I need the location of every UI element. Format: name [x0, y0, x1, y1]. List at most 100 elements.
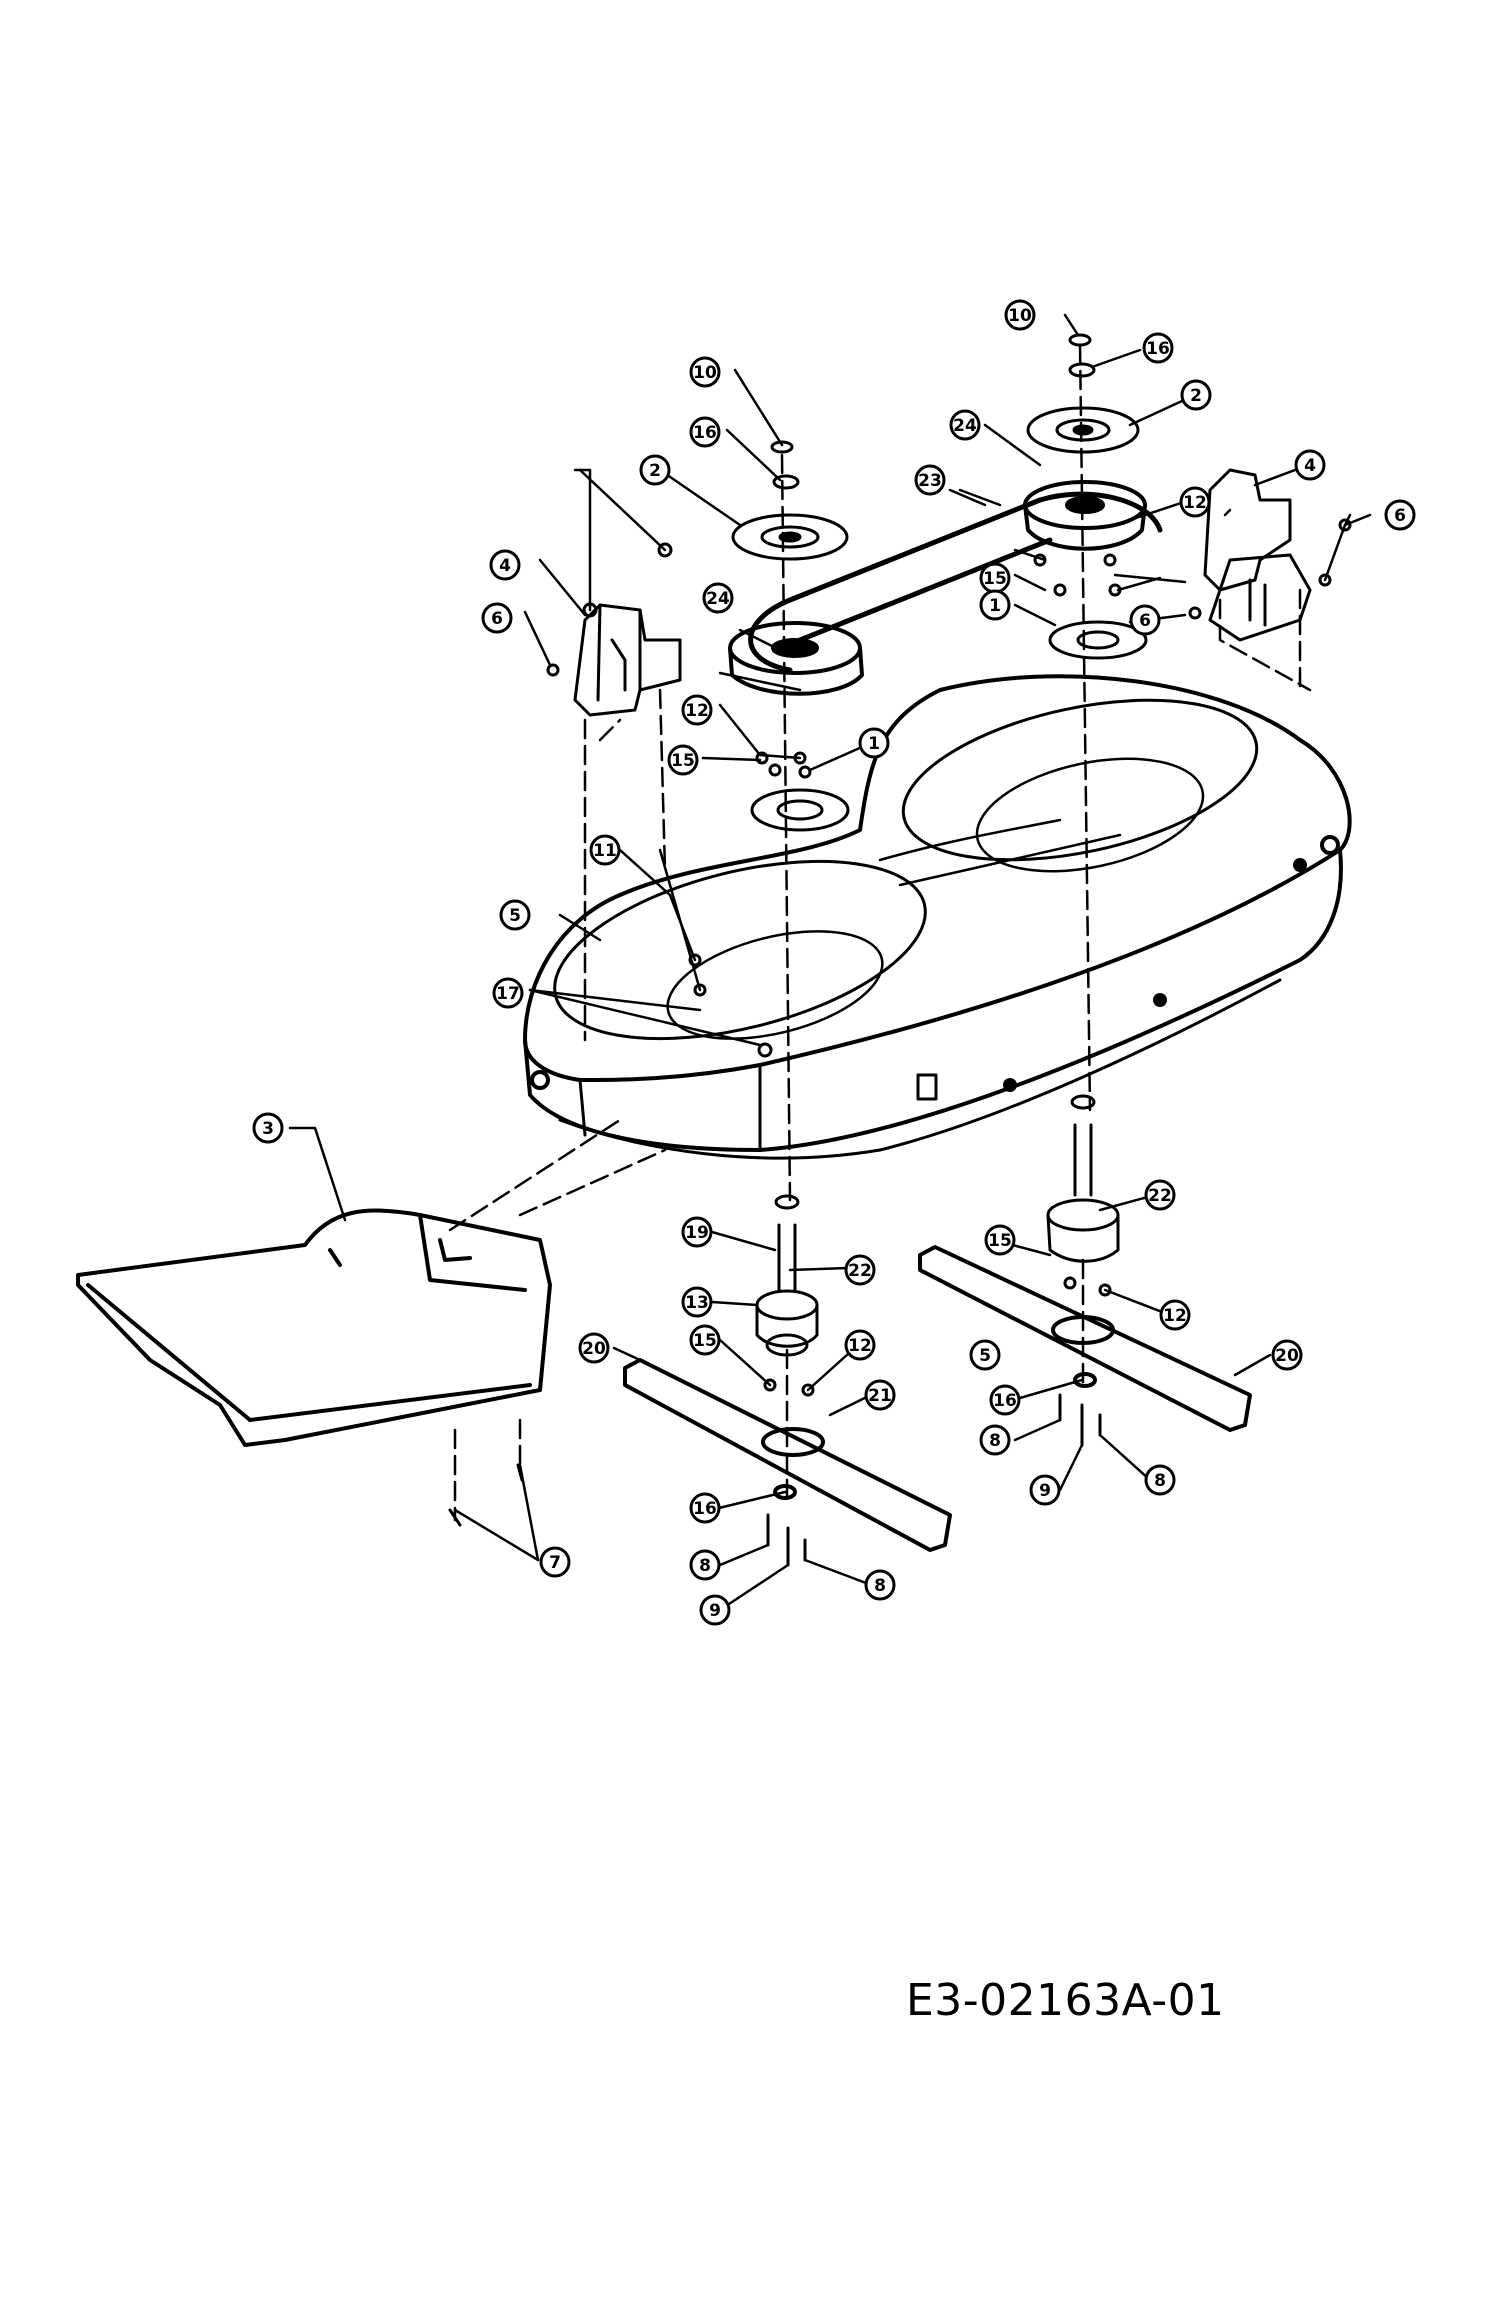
- svg-text:24: 24: [953, 416, 977, 436]
- svg-text:13: 13: [685, 1293, 709, 1313]
- svg-text:15: 15: [988, 1231, 1012, 1251]
- svg-text:16: 16: [693, 1499, 717, 1519]
- left-spindle-assembly: [755, 1194, 819, 1357]
- callout-8-left-a: 8: [689, 1549, 721, 1581]
- svg-text:6: 6: [491, 609, 503, 629]
- svg-text:16: 16: [693, 423, 717, 443]
- callout-8-right-a: 8: [979, 1424, 1011, 1456]
- svg-text:20: 20: [1275, 1346, 1299, 1366]
- svg-text:1: 1: [989, 596, 1001, 616]
- callout-5-right: 5: [969, 1339, 1001, 1371]
- callout-12-right-top: 12: [1179, 486, 1211, 518]
- svg-text:6: 6: [1394, 506, 1406, 526]
- callout-2-right: 2: [1180, 379, 1212, 411]
- callouts: 10 16 2 24 23 12 15 1 4 6 10 16 2 24 12 …: [252, 299, 1416, 1626]
- svg-text:15: 15: [671, 751, 695, 771]
- svg-text:8: 8: [699, 1556, 711, 1576]
- callout-16-left-b: 16: [689, 1492, 721, 1524]
- callout-3: 3: [252, 1112, 284, 1144]
- svg-text:5: 5: [979, 1346, 991, 1366]
- svg-text:20: 20: [582, 1339, 606, 1359]
- callout-24-right: 24: [949, 409, 981, 441]
- callout-4-right: 4: [1294, 449, 1326, 481]
- callout-6-right-b: 6: [1129, 604, 1161, 636]
- svg-text:12: 12: [1183, 493, 1207, 513]
- svg-text:12: 12: [848, 1336, 872, 1356]
- callout-12-right-b: 12: [1159, 1299, 1191, 1331]
- svg-text:8: 8: [1154, 1471, 1166, 1491]
- svg-text:7: 7: [549, 1553, 561, 1573]
- svg-text:22: 22: [1148, 1186, 1172, 1206]
- discharge-chute: [76, 1208, 552, 1447]
- callout-24-left: 24: [702, 582, 734, 614]
- right-drive-pulley: [1023, 480, 1147, 551]
- svg-text:17: 17: [496, 984, 520, 1004]
- callout-15-left-b: 15: [689, 1324, 721, 1356]
- left-bearing-plate: [750, 788, 850, 832]
- drive-belt: [748, 491, 1163, 673]
- left-nut-washer: [770, 440, 800, 490]
- callout-12-left: 12: [681, 694, 713, 726]
- right-nut-washer: [1068, 333, 1096, 378]
- callout-9-left: 9: [699, 1594, 731, 1626]
- drawing-number: E3-02163A-01: [906, 1975, 1225, 2026]
- callout-11: 11: [589, 834, 621, 866]
- blade-bolts: [766, 1393, 1102, 1567]
- svg-text:8: 8: [989, 1431, 1001, 1451]
- callout-9-right: 9: [1029, 1474, 1061, 1506]
- callout-20-right: 20: [1271, 1339, 1303, 1371]
- callout-23: 23: [914, 464, 946, 496]
- svg-text:21: 21: [868, 1386, 892, 1406]
- svg-text:5: 5: [509, 906, 521, 926]
- svg-text:10: 10: [1008, 306, 1032, 326]
- callout-21: 21: [864, 1379, 896, 1411]
- svg-text:24: 24: [706, 589, 730, 609]
- callout-17: 17: [492, 977, 524, 1009]
- callout-13: 13: [681, 1286, 713, 1318]
- left-upper-pulley: [731, 513, 849, 561]
- svg-text:15: 15: [693, 1331, 717, 1351]
- svg-text:11: 11: [593, 841, 617, 861]
- left-drive-pulley: [728, 621, 864, 696]
- callout-10-left: 10: [689, 356, 721, 388]
- svg-text:9: 9: [709, 1601, 721, 1621]
- right-spindle-assembly: [1046, 1094, 1120, 1263]
- callout-16-left: 16: [689, 416, 721, 448]
- svg-text:12: 12: [685, 701, 709, 721]
- callout-2-left: 2: [639, 454, 671, 486]
- callout-19: 19: [681, 1216, 713, 1248]
- svg-text:16: 16: [1146, 339, 1170, 359]
- callout-6-left-b: 6: [481, 602, 513, 634]
- svg-text:12: 12: [1163, 1306, 1187, 1326]
- callout-4-left: 4: [489, 549, 521, 581]
- callout-6-right-a: 6: [1384, 499, 1416, 531]
- left-hanger-bracket: [573, 603, 682, 717]
- svg-text:22: 22: [848, 1261, 872, 1281]
- callout-8-right-b: 8: [1144, 1464, 1176, 1496]
- callout-7: 7: [539, 1546, 571, 1578]
- callout-5-left: 5: [499, 899, 531, 931]
- callout-1-left: 1: [858, 727, 890, 759]
- svg-text:2: 2: [649, 461, 661, 481]
- callout-15-right-b: 15: [984, 1224, 1016, 1256]
- svg-text:10: 10: [693, 363, 717, 383]
- callout-8-left-b: 8: [864, 1569, 896, 1601]
- svg-text:8: 8: [874, 1576, 886, 1596]
- svg-text:1: 1: [868, 734, 880, 754]
- callout-15-left: 15: [667, 744, 699, 776]
- svg-text:4: 4: [1304, 456, 1316, 476]
- svg-text:6: 6: [1139, 611, 1151, 631]
- leader-lines: [288, 313, 1372, 1612]
- svg-text:4: 4: [499, 556, 511, 576]
- callout-15-right-a: 15: [979, 562, 1011, 594]
- callout-22-right: 22: [1144, 1179, 1176, 1211]
- svg-text:9: 9: [1039, 1481, 1051, 1501]
- callout-12-left-b: 12: [844, 1329, 876, 1361]
- svg-text:16: 16: [993, 1391, 1017, 1411]
- right-upper-pulley: [1026, 406, 1140, 454]
- deck-housing: [523, 674, 1352, 1160]
- svg-text:2: 2: [1190, 386, 1202, 406]
- assembly-lines: [448, 343, 1312, 1522]
- callout-22-left: 22: [844, 1254, 876, 1286]
